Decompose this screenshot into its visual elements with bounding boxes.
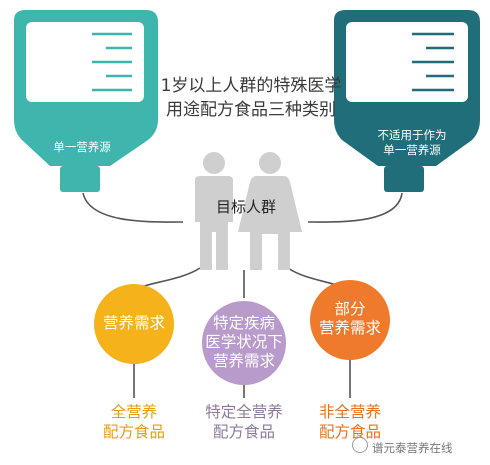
left-bag-port bbox=[60, 166, 100, 192]
title-line-2: 用途配方食品三种类别 bbox=[166, 100, 336, 120]
circle-text-line: 营养需求 bbox=[212, 352, 275, 370]
circle-text-line: 部分 bbox=[334, 300, 366, 318]
right-bag-label-line-2: 单一营养源 bbox=[383, 143, 441, 157]
right-bag-label-line-1: 不适用于作为 bbox=[377, 128, 447, 142]
bottom-text-line: 非全营养 bbox=[318, 403, 381, 421]
circle-text-full-nutrition: 营养需求 bbox=[94, 314, 174, 333]
left-bag-window bbox=[26, 22, 144, 102]
bottom-text-specific-disease: 特定全营养 配方食品 bbox=[190, 402, 298, 442]
bottom-text-line: 配方食品 bbox=[318, 423, 381, 441]
circle-text-line: 营养需求 bbox=[318, 319, 381, 337]
right-bag-scale bbox=[412, 32, 454, 92]
right-bag-connector bbox=[307, 192, 403, 223]
diagram-title: 1岁以上人群的特殊医学 用途配方食品三种类别 bbox=[138, 74, 364, 122]
category-circle-partial-nutrition bbox=[310, 280, 390, 360]
circle-text-line: 特定疾病 bbox=[212, 314, 275, 332]
bottom-text-line: 特定全营养 bbox=[205, 403, 283, 421]
watermark-icon bbox=[352, 437, 368, 453]
connector-lines bbox=[82, 192, 403, 398]
bottom-text-line: 全营养 bbox=[110, 403, 158, 421]
people-icon bbox=[195, 152, 302, 270]
left-iv-bag bbox=[14, 10, 158, 192]
watermark-text: 谱元泰营养在线 bbox=[372, 441, 453, 455]
right-bag-label: 不适用于作为 单一营养源 bbox=[370, 128, 454, 158]
category-circle-full-nutrition bbox=[94, 284, 174, 364]
target-population-label: 目标人群 bbox=[215, 198, 276, 216]
circle-text-partial-nutrition: 部分 营养需求 bbox=[310, 300, 390, 338]
bottom-text-line: 配方食品 bbox=[212, 423, 275, 441]
right-bag-window bbox=[346, 22, 468, 102]
circle-text-line: 医学状况下 bbox=[205, 333, 283, 351]
category-circle-specific-disease bbox=[202, 301, 286, 385]
bottom-text-full-nutrition: 全营养 配方食品 bbox=[94, 402, 174, 442]
man-icon bbox=[195, 152, 233, 270]
right-bag-port bbox=[384, 166, 424, 192]
title-line-1: 1岁以上人群的特殊医学 bbox=[160, 76, 342, 96]
left-bag-scale bbox=[92, 32, 132, 92]
bottom-text-partial-nutrition: 非全营养 配方食品 bbox=[310, 402, 390, 442]
right-iv-bag bbox=[334, 10, 480, 192]
circle-text-specific-disease: 特定疾病 医学状况下 营养需求 bbox=[198, 314, 290, 371]
bottom-text-line: 配方食品 bbox=[102, 423, 165, 441]
left-bag-connector bbox=[82, 192, 184, 223]
left-bag-label: 单一营养源 bbox=[53, 140, 111, 154]
circle-text-line: 营养需求 bbox=[102, 314, 165, 332]
woman-icon bbox=[238, 152, 302, 270]
